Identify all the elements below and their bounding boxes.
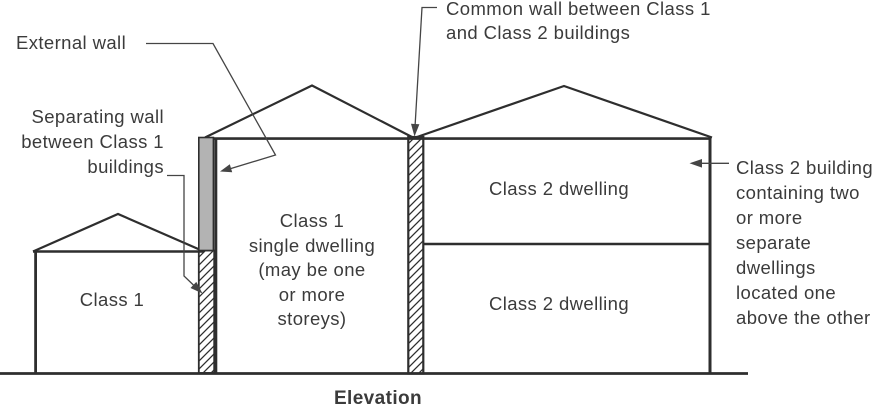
- common-wall-label-line1: Common wall between Class 1: [446, 0, 711, 19]
- external-wall-leader-line: [146, 42, 277, 170]
- class2-note-arrowhead: [689, 159, 702, 168]
- class1-single-line3: (may be one: [258, 259, 366, 280]
- class1-single-line2: single dwelling: [248, 234, 376, 256]
- class2-note-line5: dwellings: [736, 257, 816, 278]
- separating-wall-label-line3: buildings: [87, 156, 164, 177]
- class1-single-line1: Class 1: [279, 210, 345, 231]
- small-building-roof: [32, 212, 205, 253]
- class2-note-line2: containing two: [736, 182, 860, 203]
- common-wall-label: Common wall between Class 1 and Class 2 …: [446, 0, 711, 45]
- separating-wall-arrowhead: [190, 281, 203, 294]
- class2-note-line1: Class 2 building: [736, 157, 874, 178]
- common-wall-hatched: [407, 135, 425, 375]
- class1-small-label: Class 1: [79, 289, 145, 310]
- class2-lower-dwelling-label: Class 2 dwelling: [488, 293, 630, 314]
- common-wall-arrowhead: [411, 123, 420, 137]
- class2-note-line4: separate: [736, 232, 812, 253]
- separating-wall-label-line1: Separating wall: [31, 106, 164, 127]
- diagram-caption: Elevation: [333, 388, 423, 407]
- class2-building-note: Class 2 building containing two or more …: [736, 155, 873, 330]
- class1-single-dwelling-label: Class 1 single dwelling (may be one or m…: [212, 209, 412, 332]
- common-wall-label-line2: and Class 2 buildings: [446, 22, 631, 43]
- class1-single-line4: or more: [278, 283, 346, 305]
- class1-single-line5: storeys): [277, 308, 347, 329]
- separating-wall-label-line2: between Class 1: [21, 131, 164, 152]
- external-wall-gray: [198, 136, 215, 252]
- common-wall-leader-line: [414, 6, 437, 128]
- external-wall-arrowhead: [220, 164, 233, 173]
- middle-building-roof: [204, 84, 413, 139]
- class2-upper-dwelling-label: Class 2 dwelling: [488, 178, 630, 199]
- separating-wall-label: Separating wall between Class 1 building…: [21, 104, 164, 179]
- external-wall-label: External wall: [16, 32, 127, 53]
- right-building-roof: [416, 84, 713, 139]
- class2-note-line6: located one: [736, 282, 837, 303]
- class2-note-line3: or more: [736, 207, 803, 228]
- separating-wall-leader-line: [167, 174, 197, 288]
- class2-note-line7: above the other: [736, 307, 871, 328]
